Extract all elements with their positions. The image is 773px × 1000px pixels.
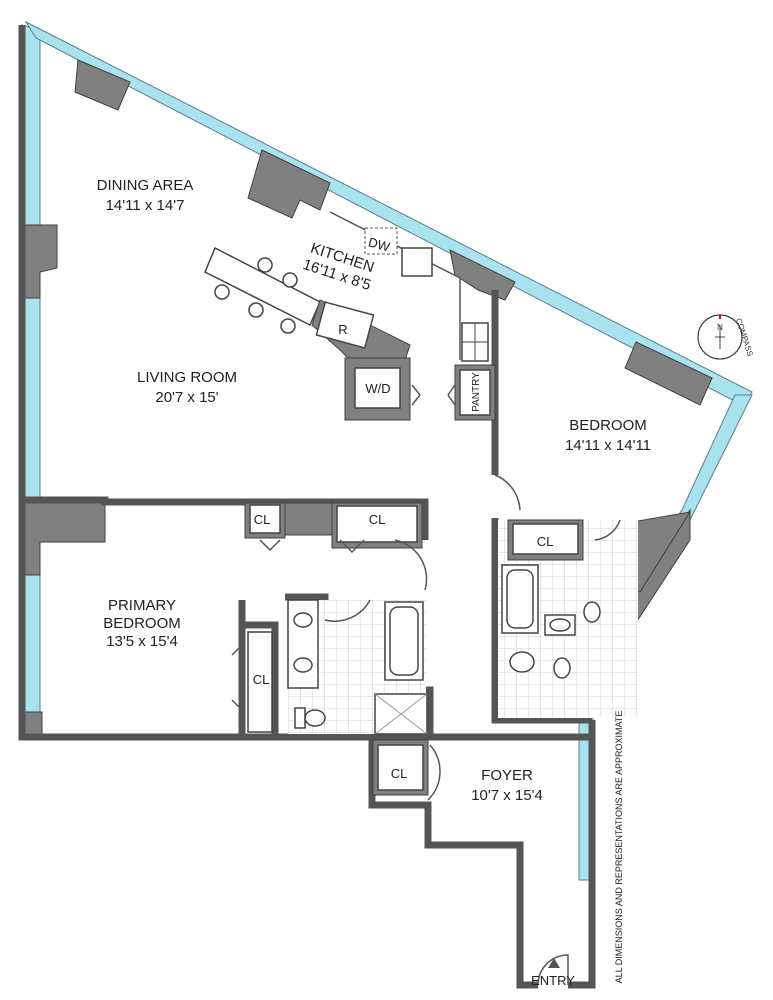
refrigerator (315, 301, 375, 349)
kitchen-sink (401, 247, 433, 277)
closet-label-2: CL (369, 512, 386, 527)
living-room-size: 20'7 x 15' (155, 389, 218, 406)
bath-wall (491, 518, 592, 724)
closet-label-4: CL (253, 672, 270, 687)
pantry-label: PANTRY (471, 372, 482, 412)
compass-icon (697, 314, 743, 360)
disclaimer-note: ALL DIMENSIONS AND REPRESENTATIONS ARE A… (614, 711, 624, 984)
foyer-right-wall (568, 720, 596, 989)
primary-bedroom-size: 13'5 x 15'4 (106, 633, 178, 650)
compass-north-label: N (717, 323, 723, 332)
washer-dryer-label: W/D (365, 381, 390, 396)
bedroom-size: 14'11 x 14'11 (565, 437, 651, 454)
closet-label-5: CL (391, 766, 408, 781)
kitchen (204, 211, 496, 421)
closet-label-3: CL (537, 534, 554, 549)
powder-sink (509, 651, 535, 673)
primary-bedroom-name-line2: BEDROOM (103, 615, 181, 632)
foyer-size: 10'7 x 15'4 (471, 787, 543, 804)
primary-bedroom-name-line1: PRIMARY (108, 597, 176, 614)
foyer-walls (368, 737, 538, 989)
bath-fixtures (287, 564, 601, 735)
primary-closet-wall (242, 621, 279, 737)
entry-label: ENTRY (531, 973, 575, 988)
foyer-name: FOYER (481, 767, 533, 784)
fixture-labels: DW R W/D PANTRY CL CL CL CL CL ENTRY (253, 234, 576, 988)
primary-bedroom-top-wall (22, 496, 429, 540)
doors (231, 384, 621, 986)
entry-arrow-icon (548, 958, 560, 968)
pantry (459, 369, 491, 416)
primary-toilet (304, 709, 326, 727)
refrigerator-label: R (338, 322, 347, 337)
exterior-wall (18, 25, 592, 741)
bedroom-name: BEDROOM (569, 417, 647, 434)
dw-label: DW (367, 234, 393, 254)
dining-area-name: DINING AREA (97, 177, 194, 194)
powder-toilet (553, 657, 571, 679)
closets (244, 502, 584, 796)
washer-dryer (354, 367, 401, 409)
closet-label-1: CL (254, 512, 271, 527)
living-room-name: LIVING ROOM (137, 369, 237, 386)
dining-area-size: 14'11 x 14'7 (106, 197, 185, 214)
dishwasher (364, 227, 398, 255)
toilet (583, 601, 601, 623)
